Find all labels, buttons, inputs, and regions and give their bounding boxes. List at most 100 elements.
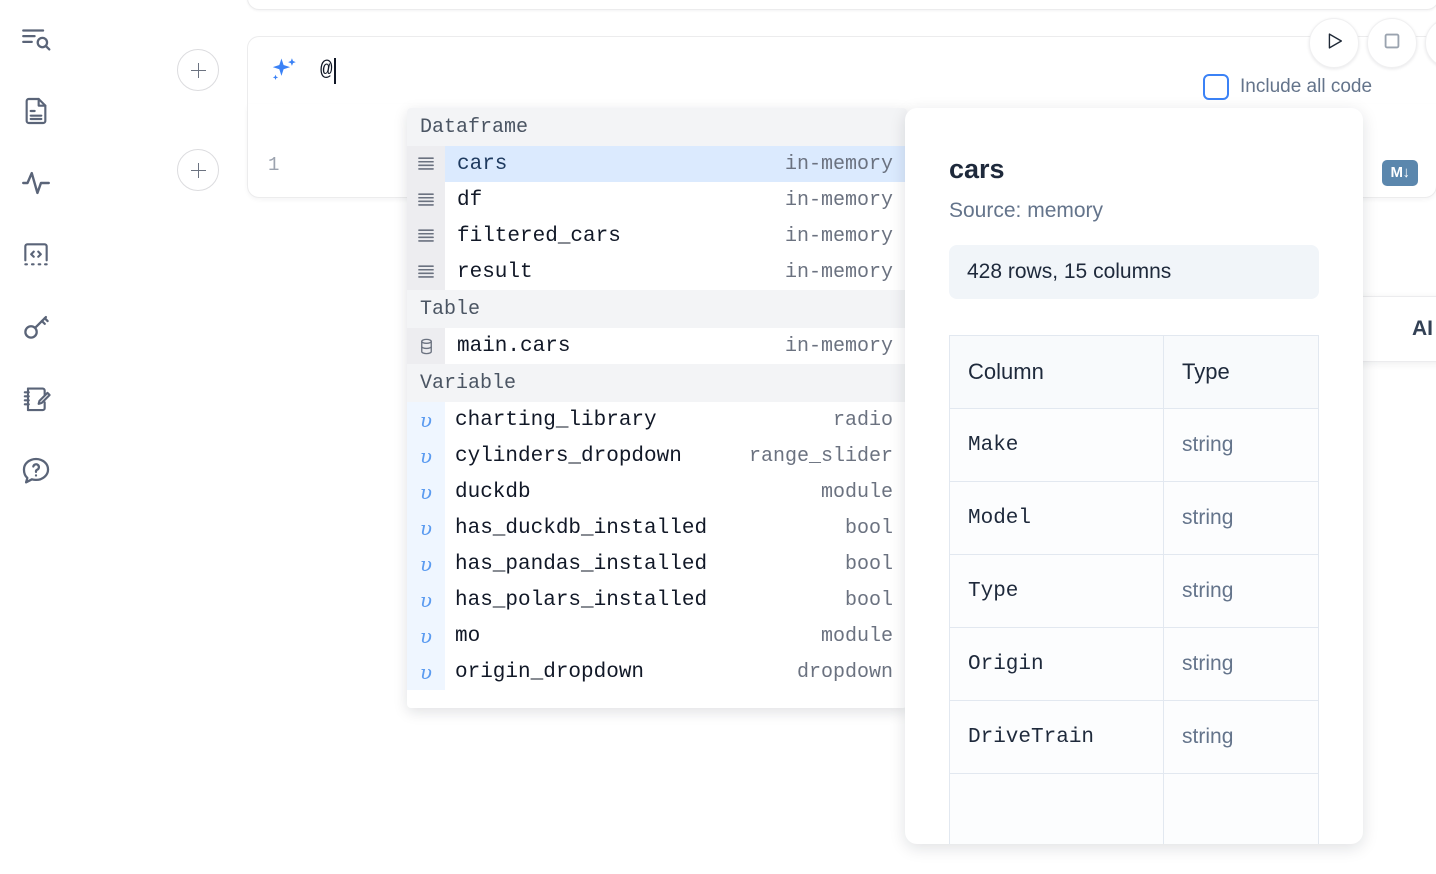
dataframe-icon	[407, 254, 445, 290]
completion-option-name: cylinders_dropdown	[455, 444, 682, 468]
completion-option[interactable]: υ has_polars_installed bool	[407, 582, 907, 618]
completion-option-type: range_slider	[748, 444, 893, 468]
variable-icon: υ	[407, 618, 445, 654]
variable-icon: υ	[407, 402, 445, 438]
schema-column-name: Make	[948, 408, 1165, 482]
variable-icon: υ	[407, 474, 445, 510]
plus-icon	[190, 62, 206, 78]
completion-option-type: in-memory	[784, 334, 893, 358]
notebook-area: @ Include all code 1	[72, 0, 1436, 874]
dataframe-preview-panel: cars Source: memory 428 rows, 15 columns…	[905, 108, 1363, 844]
table-header-row: Column Type	[948, 335, 1319, 409]
completion-option-type: in-memory	[784, 260, 893, 284]
file-text-icon	[20, 95, 52, 127]
variable-icon: υ	[407, 546, 445, 582]
completion-option-type: module	[820, 624, 893, 648]
include-all-code-label: Include all code	[1240, 76, 1373, 97]
sidebar-item-scratchpad[interactable]	[13, 376, 59, 422]
plus-icon	[190, 162, 206, 178]
preview-source: Source: memory	[949, 199, 1104, 222]
add-cell-button-top[interactable]	[177, 49, 219, 91]
completion-option[interactable]: result in-memory	[407, 254, 907, 290]
completion-option-name: has_polars_installed	[455, 588, 708, 612]
sidebar-item-help[interactable]	[13, 448, 59, 494]
variable-icon: υ	[407, 654, 445, 690]
completion-group-header: Dataframe	[407, 108, 907, 146]
ai-prompt-input[interactable]: @	[320, 37, 1436, 104]
variable-icon: υ	[407, 438, 445, 474]
completion-group-header: Variable	[407, 364, 907, 402]
completion-option-type: bool	[844, 588, 893, 612]
sidebar-item-snippets[interactable]	[13, 232, 59, 278]
schema-column-type: string	[1163, 700, 1319, 774]
sidebar-item-secrets[interactable]	[13, 304, 59, 350]
run-controls	[1309, 18, 1436, 68]
variable-icon: υ	[407, 582, 445, 618]
completion-option[interactable]: υ origin_dropdown dropdown	[407, 654, 907, 690]
stop-button[interactable]	[1367, 18, 1417, 68]
completion-option-type: bool	[844, 516, 893, 540]
completion-option-name: origin_dropdown	[455, 660, 645, 684]
completion-option-type: in-memory	[784, 224, 893, 248]
ai-card-label: AI	[1412, 317, 1433, 340]
add-cell-button-bottom[interactable]	[177, 149, 219, 191]
sidebar-item-notebook-file[interactable]	[13, 88, 59, 134]
table-database-icon	[407, 328, 445, 364]
dataframe-icon	[407, 182, 445, 218]
schema-column-type	[1163, 773, 1319, 844]
completion-option-name: has_duckdb_installed	[455, 516, 708, 540]
sparkle-ai-icon	[248, 54, 320, 88]
line-number: 1	[268, 154, 280, 176]
run-button[interactable]	[1309, 18, 1359, 68]
completion-option-type: radio	[832, 408, 893, 432]
schema-column-type: string	[1163, 408, 1319, 482]
schema-column-name: Origin	[948, 627, 1165, 701]
completion-option-name: df	[457, 188, 483, 212]
schema-column-name: Type	[948, 554, 1165, 628]
search-outline-icon	[19, 22, 53, 56]
preview-title: cars	[949, 154, 1005, 184]
include-all-code-row[interactable]: Include all code	[1203, 74, 1372, 100]
preview-stats: 428 rows, 15 columns	[949, 245, 1319, 299]
stop-square-icon	[1381, 30, 1403, 57]
table-row-partial	[948, 773, 1319, 844]
schema-column-type: string	[1163, 554, 1319, 628]
completion-option-name: result	[457, 260, 533, 284]
completion-option-name: charting_library	[455, 408, 657, 432]
more-actions-button[interactable]	[1425, 18, 1436, 68]
sidebar-rail	[0, 0, 72, 874]
completion-option[interactable]: υ has_duckdb_installed bool	[407, 510, 907, 546]
ai-prompt-row: @	[247, 36, 1436, 104]
previous-cell-edge	[247, 0, 1436, 10]
column-header-column: Column	[948, 335, 1165, 409]
schema-column-name: Model	[948, 481, 1165, 555]
markdown-icon[interactable]: M↓	[1382, 159, 1418, 186]
completion-option-name: duckdb	[455, 480, 531, 504]
play-icon	[1323, 30, 1345, 57]
sidebar-item-outline-search[interactable]	[13, 16, 59, 62]
completion-option[interactable]: υ cylinders_dropdown range_slider	[407, 438, 907, 474]
variable-icon: υ	[407, 510, 445, 546]
schema-column-name	[948, 773, 1165, 844]
code-snippet-icon	[20, 239, 52, 271]
completion-option[interactable]: υ charting_library radio	[407, 402, 907, 438]
completion-option-name: mo	[455, 624, 481, 648]
ai-prompt-value: @	[320, 59, 333, 82]
completion-option-type: dropdown	[796, 660, 893, 684]
text-caret	[333, 57, 336, 84]
include-all-code-checkbox[interactable]	[1203, 74, 1229, 100]
sidebar-item-activity[interactable]	[13, 160, 59, 206]
